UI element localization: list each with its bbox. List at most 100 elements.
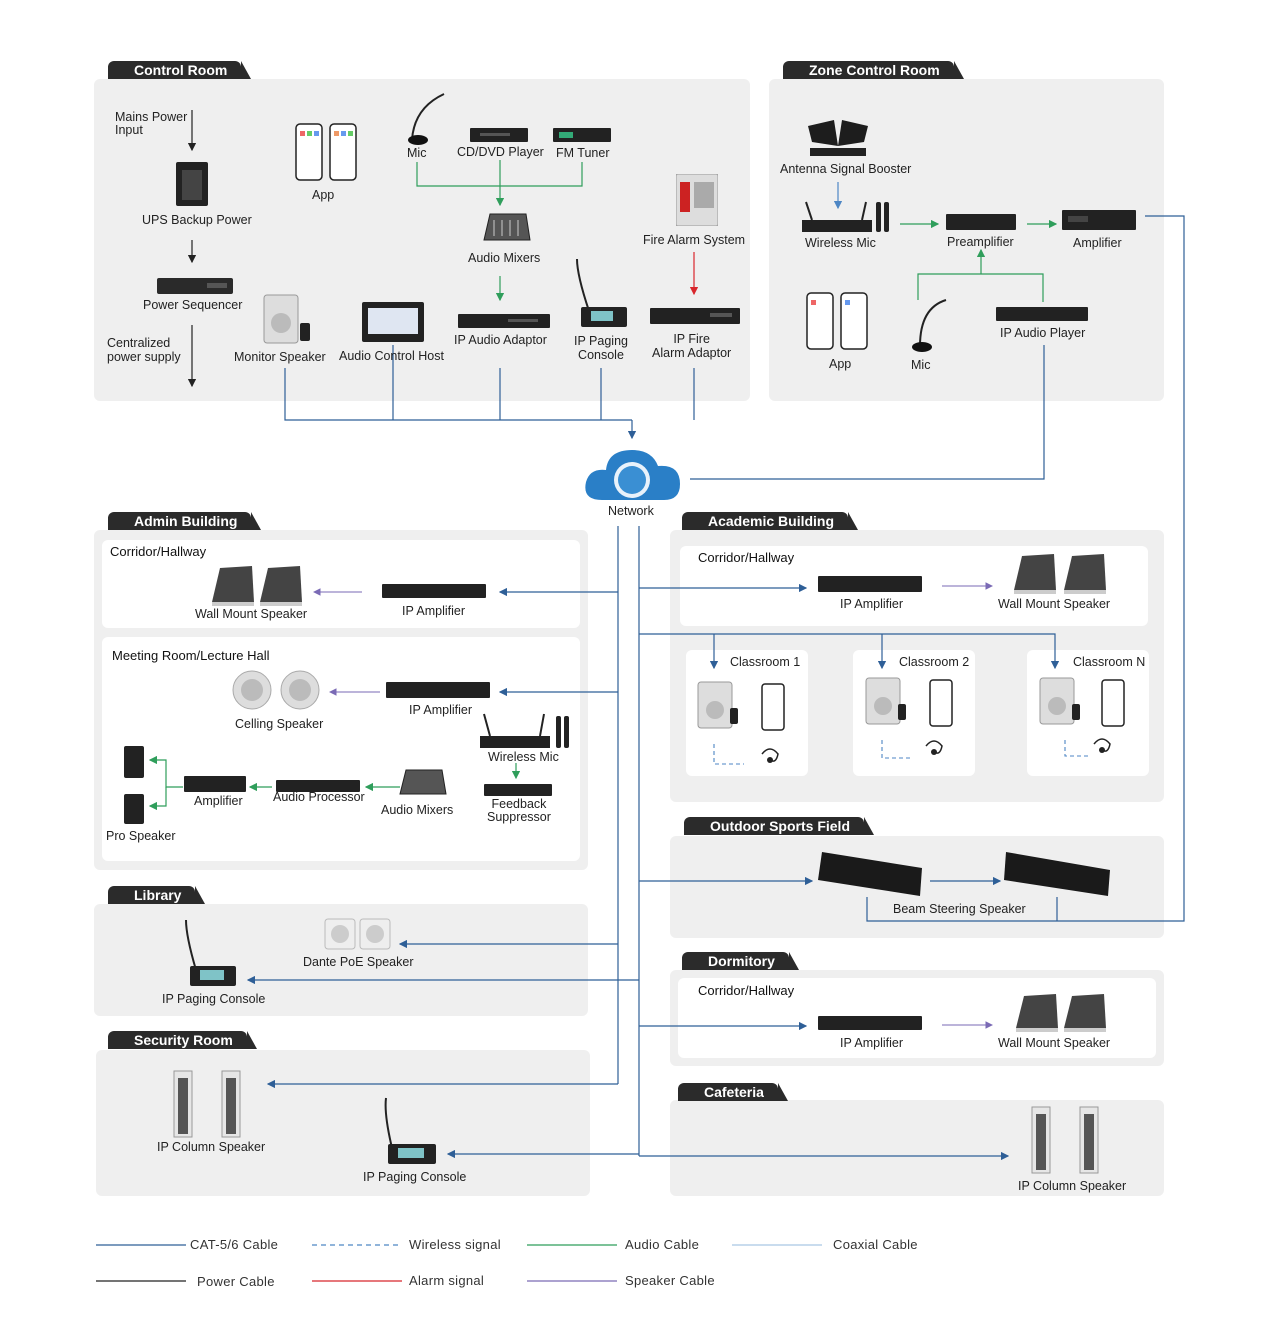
audio-processor-icon [276, 780, 360, 792]
ip-paging-console-icon [576, 258, 627, 327]
app-phone-icon [295, 123, 357, 181]
dante-poe-label: Dante PoE Speaker [303, 955, 414, 969]
mic-icon [408, 93, 445, 145]
preamplifier-label: Preamplifier [947, 235, 1014, 249]
admin-meeting-box [102, 637, 580, 861]
admin-wireless-mic-label: Wireless Mic [488, 750, 559, 764]
beam-steering-speaker-icon [818, 852, 1110, 896]
admin-ip-amp-2-label: IP Amplifier [409, 703, 472, 717]
monitor-speaker-icon [263, 294, 310, 344]
admin-meeting-title: Meeting Room/Lecture Hall [112, 648, 270, 663]
power-sequencer-label: Power Sequencer [143, 298, 243, 312]
admin-audio-mixer-icon [399, 769, 447, 795]
admin-wall-speaker-label: Wall Mount Speaker [195, 607, 308, 621]
audio-control-host-icon [362, 302, 424, 342]
ip-fire-alarm-adaptor-icon [650, 308, 740, 324]
ip-audio-adaptor-label: IP Audio Adaptor [454, 333, 547, 347]
audio-control-host-label: Audio Control Host [339, 349, 444, 363]
network-label: Network [608, 504, 654, 518]
legend-cat: CAT-5/6 Cable [190, 1237, 279, 1252]
cd-dvd-player-icon [470, 128, 528, 142]
cafeteria-column-speaker-icon [1031, 1106, 1099, 1174]
centralized-power-label: Centralized power supply [107, 336, 181, 364]
antenna-booster-label: Antenna Signal Booster [780, 162, 912, 176]
monitor-speaker-label: Monitor Speaker [234, 350, 326, 364]
legend-speaker: Speaker Cable [625, 1273, 715, 1288]
control-room-title: Control Room [108, 61, 252, 79]
security-column-label: IP Column Speaker [157, 1140, 266, 1154]
legend-coaxial: Coaxial Cable [833, 1237, 918, 1252]
academic-wall-speaker-label: Wall Mount Speaker [998, 597, 1111, 611]
legend-power: Power Cable [197, 1274, 275, 1289]
zone-wireless-mic-label: Wireless Mic [805, 236, 876, 250]
security-column-speaker-icon [173, 1070, 241, 1138]
security-room-title: Security Room [108, 1031, 257, 1049]
legend-alarm: Alarm signal [409, 1273, 485, 1288]
academic-wall-speaker-icon [1014, 554, 1106, 594]
ups-icon [176, 162, 208, 206]
zone-mic-icon [912, 299, 947, 352]
ups-label: UPS Backup Power [142, 213, 252, 227]
feedback-suppressor-label: Feedback Suppressor [487, 797, 551, 824]
audio-processor-label: Audio Processor [273, 790, 365, 804]
preamplifier-icon [946, 214, 1016, 230]
legend-wireless: Wireless signal [409, 1237, 501, 1252]
legend-audio: Audio Cable [625, 1237, 700, 1252]
cafeteria-title: Cafeteria [678, 1083, 788, 1101]
dormitory-title: Dormitory [682, 952, 799, 970]
audio-mixers-label: Audio Mixers [468, 251, 541, 265]
ip-audio-player-icon [996, 307, 1088, 321]
outdoor-sports-field-title: Outdoor Sports Field [684, 817, 874, 835]
zone-app-phone-icon [806, 292, 868, 350]
academic-ip-amp-label: IP Amplifier [840, 597, 903, 611]
cafeteria-column-label: IP Column Speaker [1018, 1179, 1127, 1193]
admin-amplifier-icon [184, 776, 246, 792]
celling-speaker-label: Celling Speaker [235, 717, 324, 731]
fm-tuner-label: FM Tuner [556, 146, 610, 160]
beam-steering-label: Beam Steering Speaker [893, 902, 1026, 916]
classroom-2-title: Classroom 2 [899, 655, 970, 669]
network-cloud-icon [585, 450, 680, 500]
fm-tuner-icon [553, 128, 611, 142]
fire-alarm-system-label: Fire Alarm System [643, 233, 746, 247]
ip-fire-alarm-adaptor-label: IP Fire Alarm Adaptor [652, 332, 732, 360]
admin-building-title: Admin Building [108, 512, 262, 530]
admin-corridor-title: Corridor/Hallway [110, 544, 207, 559]
dorm-ip-amp-label: IP Amplifier [840, 1036, 903, 1050]
admin-ip-amplifier-1-icon [382, 584, 486, 598]
ceiling-speaker-icon [232, 670, 320, 710]
classroom-1-devices-icon [697, 681, 785, 763]
dorm-wall-speaker-icon [1016, 994, 1106, 1032]
pro-speaker-icon [124, 746, 144, 824]
mic-label: Mic [407, 146, 427, 160]
ip-paging-console-label: IP Paging Console [574, 334, 628, 362]
zone-control-room-title: Zone Control Room [783, 61, 964, 79]
zone-amplifier-label: Amplifier [1073, 236, 1122, 250]
mains-power-label: Mains Power Input [115, 110, 188, 137]
classroom-n-title: Classroom N [1073, 655, 1146, 669]
admin-wall-speaker-icon [212, 566, 302, 606]
admin-wireless-mic-icon [480, 713, 569, 748]
security-paging-console-icon [384, 1097, 436, 1164]
control-room-panel [94, 79, 750, 401]
wireless-mic-receiver-icon [802, 201, 889, 232]
dante-poe-speaker-icon [324, 918, 391, 950]
academic-building-title: Academic Building [682, 512, 859, 530]
zone-mic-label: Mic [911, 358, 931, 372]
dorm-corridor-title: Corridor/Hallway [698, 983, 795, 998]
admin-audio-mixers-label: Audio Mixers [381, 803, 454, 817]
audio-mixer-icon [483, 213, 531, 241]
academic-ip-amplifier-icon [818, 576, 922, 592]
pro-speaker-label: Pro Speaker [106, 829, 176, 843]
ip-audio-player-label: IP Audio Player [1000, 326, 1086, 340]
academic-corridor-title: Corridor/Hallway [698, 550, 795, 565]
dorm-ip-amplifier-icon [818, 1016, 922, 1030]
power-sequencer-icon [157, 278, 233, 294]
admin-ip-amp-1-label: IP Amplifier [402, 604, 465, 618]
zone-app-label: App [829, 357, 852, 371]
app-label: App [312, 188, 335, 202]
classroom-n-devices-icon [1039, 677, 1125, 753]
library-paging-console-icon [185, 919, 236, 986]
classroom-2-devices-icon [865, 677, 953, 755]
